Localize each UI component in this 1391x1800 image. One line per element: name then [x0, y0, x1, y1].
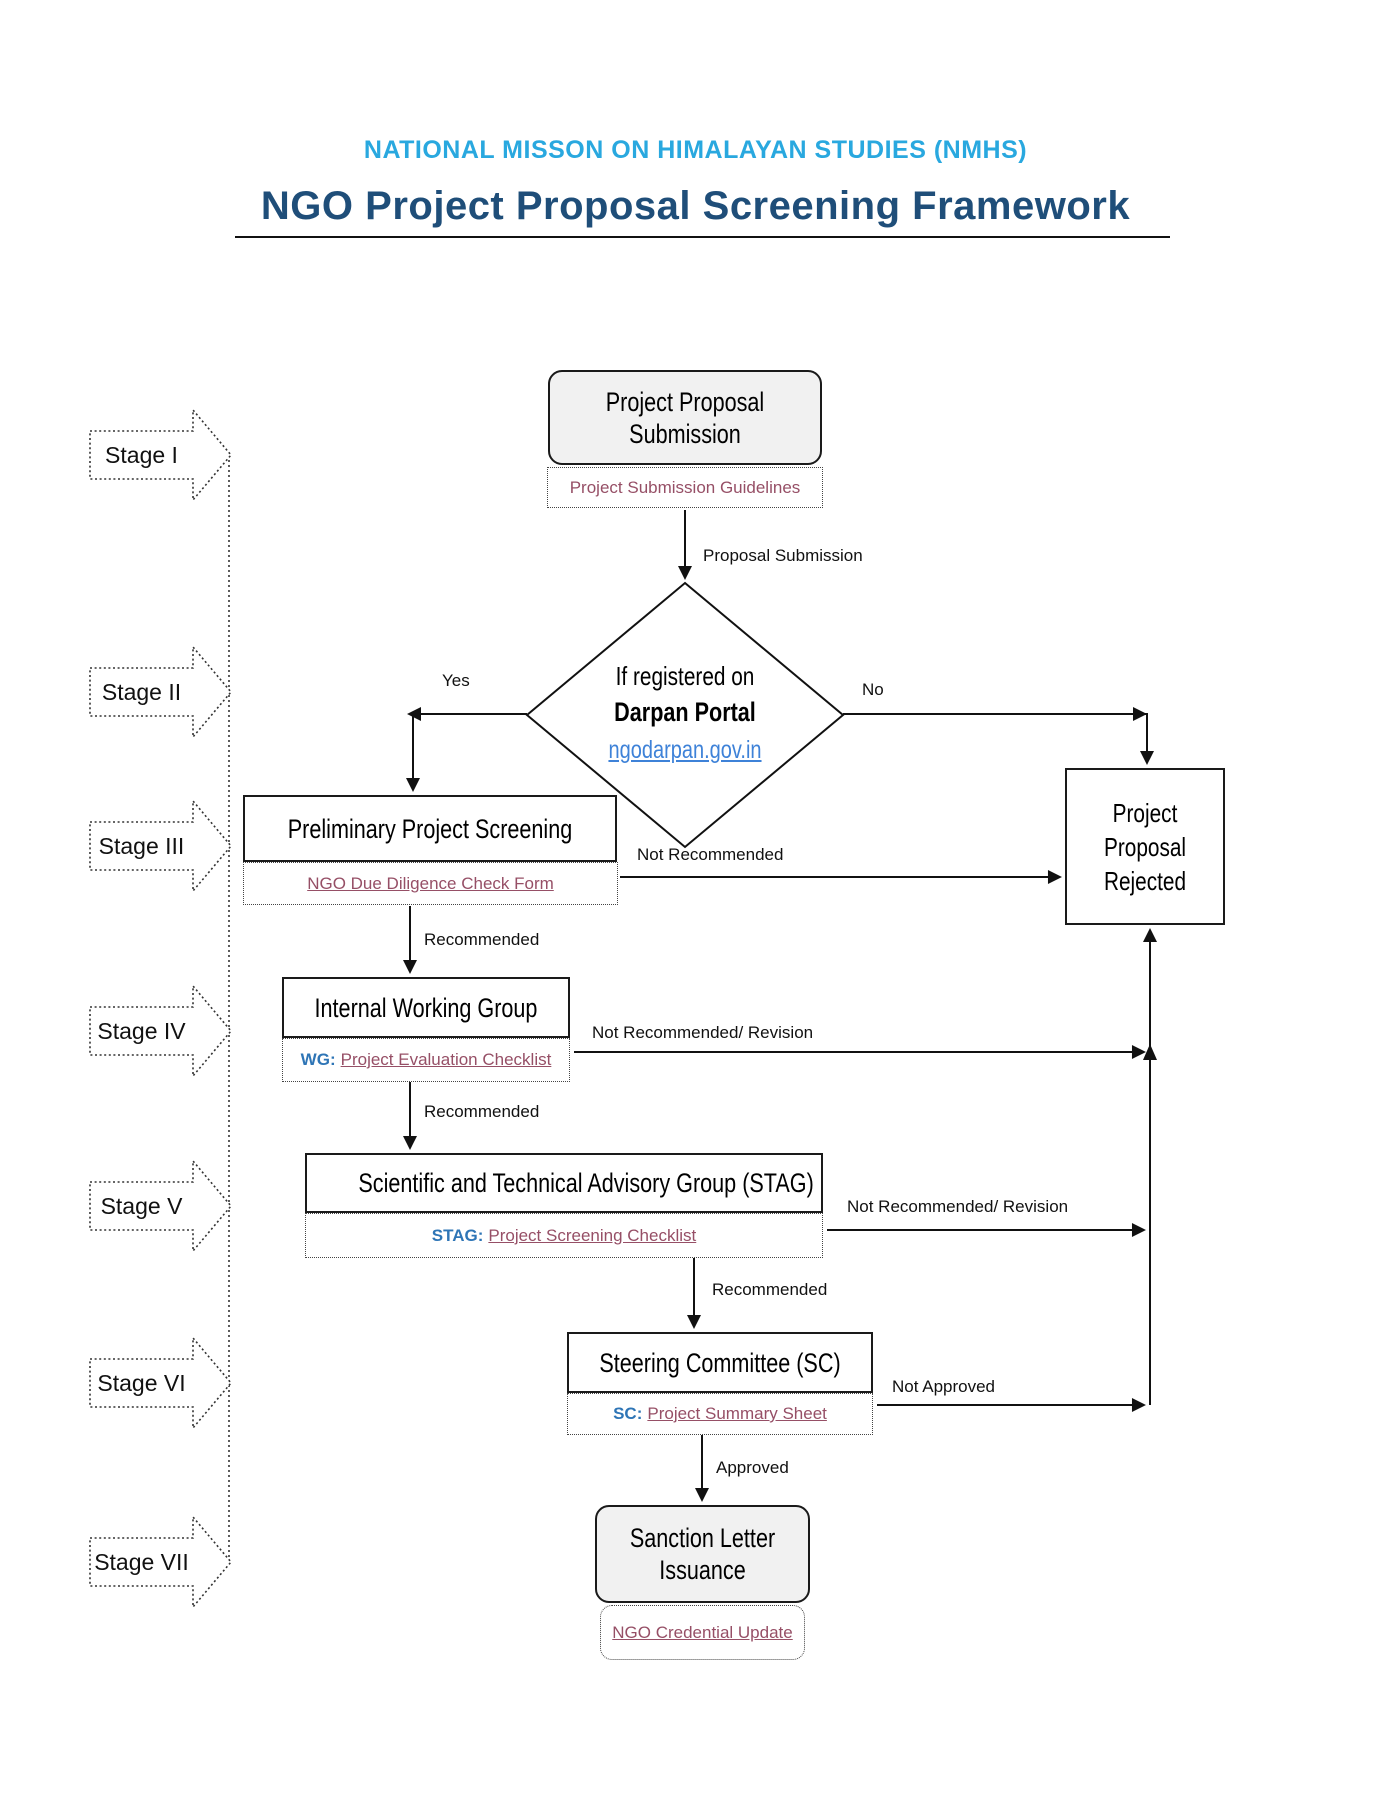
node-steering-committee: Steering Committee (SC)	[567, 1332, 873, 1393]
edge-no-to-rejected	[843, 713, 1154, 765]
stage-arrow-4	[89, 983, 233, 1079]
edge-label-proposal-submission: Proposal Submission	[703, 546, 863, 565]
decision-diamond	[525, 581, 845, 849]
edge-label-not-recommended-revision-1: Not Recommended/ Revision	[592, 1023, 814, 1042]
ngo-credential-update-link[interactable]: NGO Credential Update	[612, 1622, 793, 1642]
attachment-wg-checklist: WG: Project Evaluation Checklist	[282, 1038, 570, 1082]
edge-label-recommended-3: Recommended	[712, 1280, 828, 1299]
attachment-ngo-credential-update: NGO Credential Update	[600, 1605, 805, 1660]
stage-arrow-3	[89, 798, 233, 894]
node-preliminary-project-screening: Preliminary Project Screening	[243, 795, 617, 862]
node-title: Project Proposal Submission	[605, 386, 765, 449]
attachment-label: Project Submission Guidelines	[569, 477, 801, 497]
decision-line-2: Darpan Portal	[614, 697, 756, 727]
sc-prefix: SC:	[613, 1404, 643, 1423]
stage-arrow-7	[89, 1514, 233, 1610]
node-title: Preliminary Project Screening	[287, 813, 573, 844]
yes-corner-arrowhead	[407, 707, 421, 721]
stage-label-4: Stage IV	[97, 1018, 186, 1044]
title-underline	[235, 236, 1170, 238]
stage-label-5: Stage V	[100, 1193, 183, 1219]
attachment-ngo-due-diligence: NGO Due Diligence Check Form	[243, 862, 618, 905]
decision-line-1: If registered on	[615, 661, 755, 691]
node-internal-working-group: Internal Working Group	[282, 977, 570, 1038]
attachment-project-submission-guidelines: Project Submission Guidelines	[547, 467, 823, 508]
node-title: Project Proposal Rejected	[1103, 797, 1187, 896]
org-subtitle: NATIONAL MISSON ON HIMALAYAN STUDIES (NM…	[363, 136, 1028, 164]
edge-label-yes: Yes	[442, 671, 470, 690]
node-stag: Scientific and Technical Advisory Group …	[305, 1153, 823, 1213]
project-evaluation-checklist-link[interactable]: Project Evaluation Checklist	[340, 1050, 552, 1069]
node-title: Scientific and Technical Advisory Group …	[358, 1168, 814, 1198]
stage-label-3: Stage III	[98, 833, 185, 859]
stag-prefix: STAG:	[431, 1225, 484, 1245]
node-title: Sanction Letter Issuance	[629, 1523, 776, 1585]
attachment-stag-checklist: STAG: Project Screening Checklist	[305, 1213, 823, 1258]
project-summary-sheet-link[interactable]: Project Summary Sheet	[647, 1404, 827, 1423]
due-diligence-link[interactable]: NGO Due Diligence Check Form	[307, 873, 554, 893]
edge-label-not-approved: Not Approved	[892, 1377, 996, 1396]
decision-text-block: If registered on Darpan Portal ngodarpan…	[527, 658, 843, 769]
edge-label-not-recommended-revision-2: Not Recommended/ Revision	[847, 1197, 1069, 1216]
node-title: Internal Working Group	[314, 992, 538, 1023]
decision-portal-link-wrap: ngodarpan.gov.in	[559, 731, 812, 769]
stage-arrow-6	[89, 1335, 233, 1431]
attachment-sc-summary-sheet: SC: Project Summary Sheet	[567, 1393, 873, 1435]
ngodarpan-link[interactable]: ngodarpan.gov.in	[608, 736, 762, 764]
edge-label-approved: Approved	[716, 1458, 789, 1477]
edge-yes-to-preliminary	[406, 713, 527, 792]
stage-label-7: Stage VII	[94, 1549, 189, 1575]
stage-arrow-2	[89, 644, 233, 740]
stage-label-2: Stage II	[101, 679, 182, 705]
edge-label-recommended-1: Recommended	[424, 930, 540, 949]
page-title: NGO Project Proposal Screening Framework	[260, 184, 1131, 228]
stage-arrow-1	[89, 407, 233, 503]
stage-label-6: Stage VI	[97, 1370, 186, 1396]
node-sanction-letter-issuance: Sanction Letter Issuance	[595, 1505, 810, 1603]
node-project-proposal-rejected: Project Proposal Rejected	[1065, 768, 1225, 925]
node-project-proposal-submission: Project Proposal Submission	[548, 370, 822, 465]
wg-prefix: WG:	[300, 1050, 336, 1069]
edge-label-recommended-2: Recommended	[424, 1102, 540, 1121]
edge-label-not-recommended: Not Recommended	[637, 845, 784, 864]
stage-arrow-5	[89, 1158, 233, 1254]
node-title: Steering Committee (SC)	[599, 1347, 841, 1378]
stage-label-1: Stage I	[105, 442, 178, 468]
edge-label-no: No	[862, 680, 884, 699]
no-corner-arrowhead	[1133, 707, 1147, 721]
project-screening-checklist-link[interactable]: Project Screening Checklist	[488, 1225, 697, 1245]
collector-up-arrowhead	[1143, 1044, 1157, 1060]
